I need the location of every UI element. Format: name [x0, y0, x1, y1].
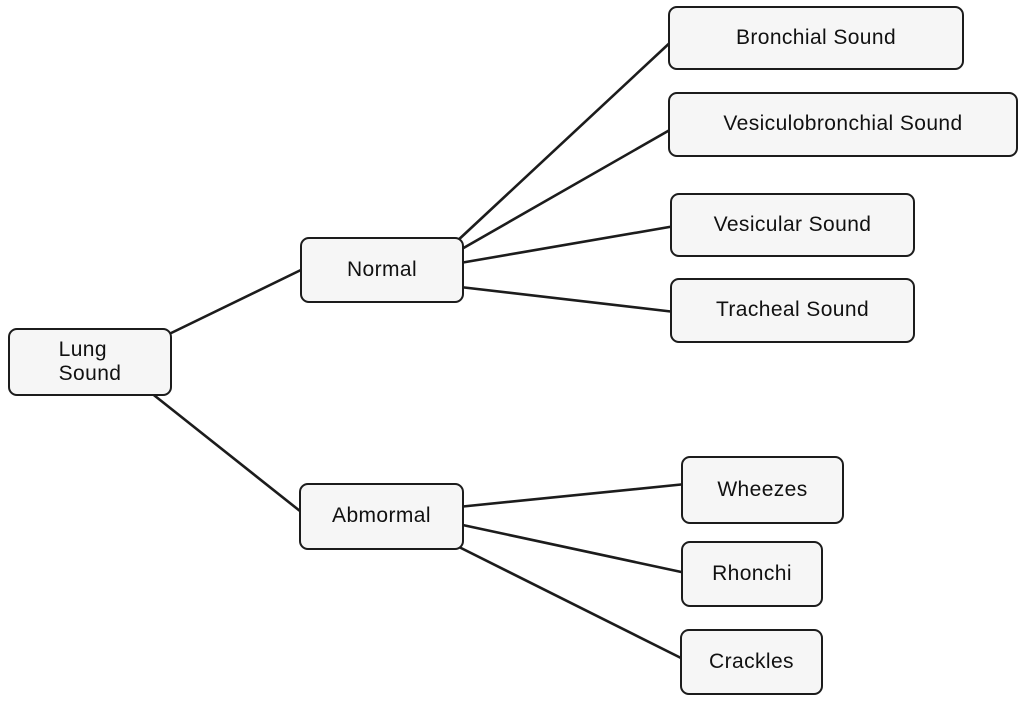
node-rhonchi-label: Rhonchi: [712, 561, 792, 585]
node-normal: Normal: [300, 237, 464, 303]
node-tracheal-sound: Tracheal Sound: [670, 278, 915, 343]
node-crackles: Crackles: [680, 629, 823, 695]
node-vesicular-sound: Vesicular Sound: [670, 193, 915, 257]
node-abnormal: Abmormal: [299, 483, 464, 550]
edge-abmormal-crackles: [453, 543, 687, 662]
node-wheezes-label: Wheezes: [717, 477, 808, 501]
node-tracheal-sound-label: Tracheal Sound: [715, 298, 870, 322]
edge-lung-sound-normal: [163, 266, 307, 338]
node-bronchial-sound-label: Bronchial Sound: [735, 25, 897, 49]
edge-normal-tracheal-sound: [458, 285, 677, 314]
node-vesicular-sound-label: Vesicular Sound: [713, 212, 872, 236]
node-normal-label: Normal: [346, 257, 418, 281]
edge-normal-vesiculobronchial-sound: [458, 125, 677, 252]
node-bronchial-sound: Bronchial Sound: [668, 6, 964, 70]
edge-normal-vesicular-sound: [458, 224, 677, 265]
edge-abmormal-wheezes: [456, 482, 688, 509]
edge-abmormal-rhonchi: [456, 522, 688, 575]
node-lung-sound: Lung Sound: [8, 328, 172, 396]
node-abnormal-label: Abmormal: [332, 504, 431, 528]
node-vesiculobronchial-sound: Vesiculobronchial Sound: [668, 92, 1018, 157]
node-rhonchi: Rhonchi: [681, 541, 823, 607]
edge-lung-sound-abmormal: [148, 390, 307, 517]
node-lung-sound-label: Lung Sound: [58, 337, 122, 385]
node-wheezes: Wheezes: [681, 456, 844, 524]
node-crackles-label: Crackles: [709, 649, 794, 673]
edge-normal-bronchial-sound: [453, 36, 677, 245]
node-vesiculobronchial-sound-label: Vesiculobronchial Sound: [723, 112, 963, 136]
